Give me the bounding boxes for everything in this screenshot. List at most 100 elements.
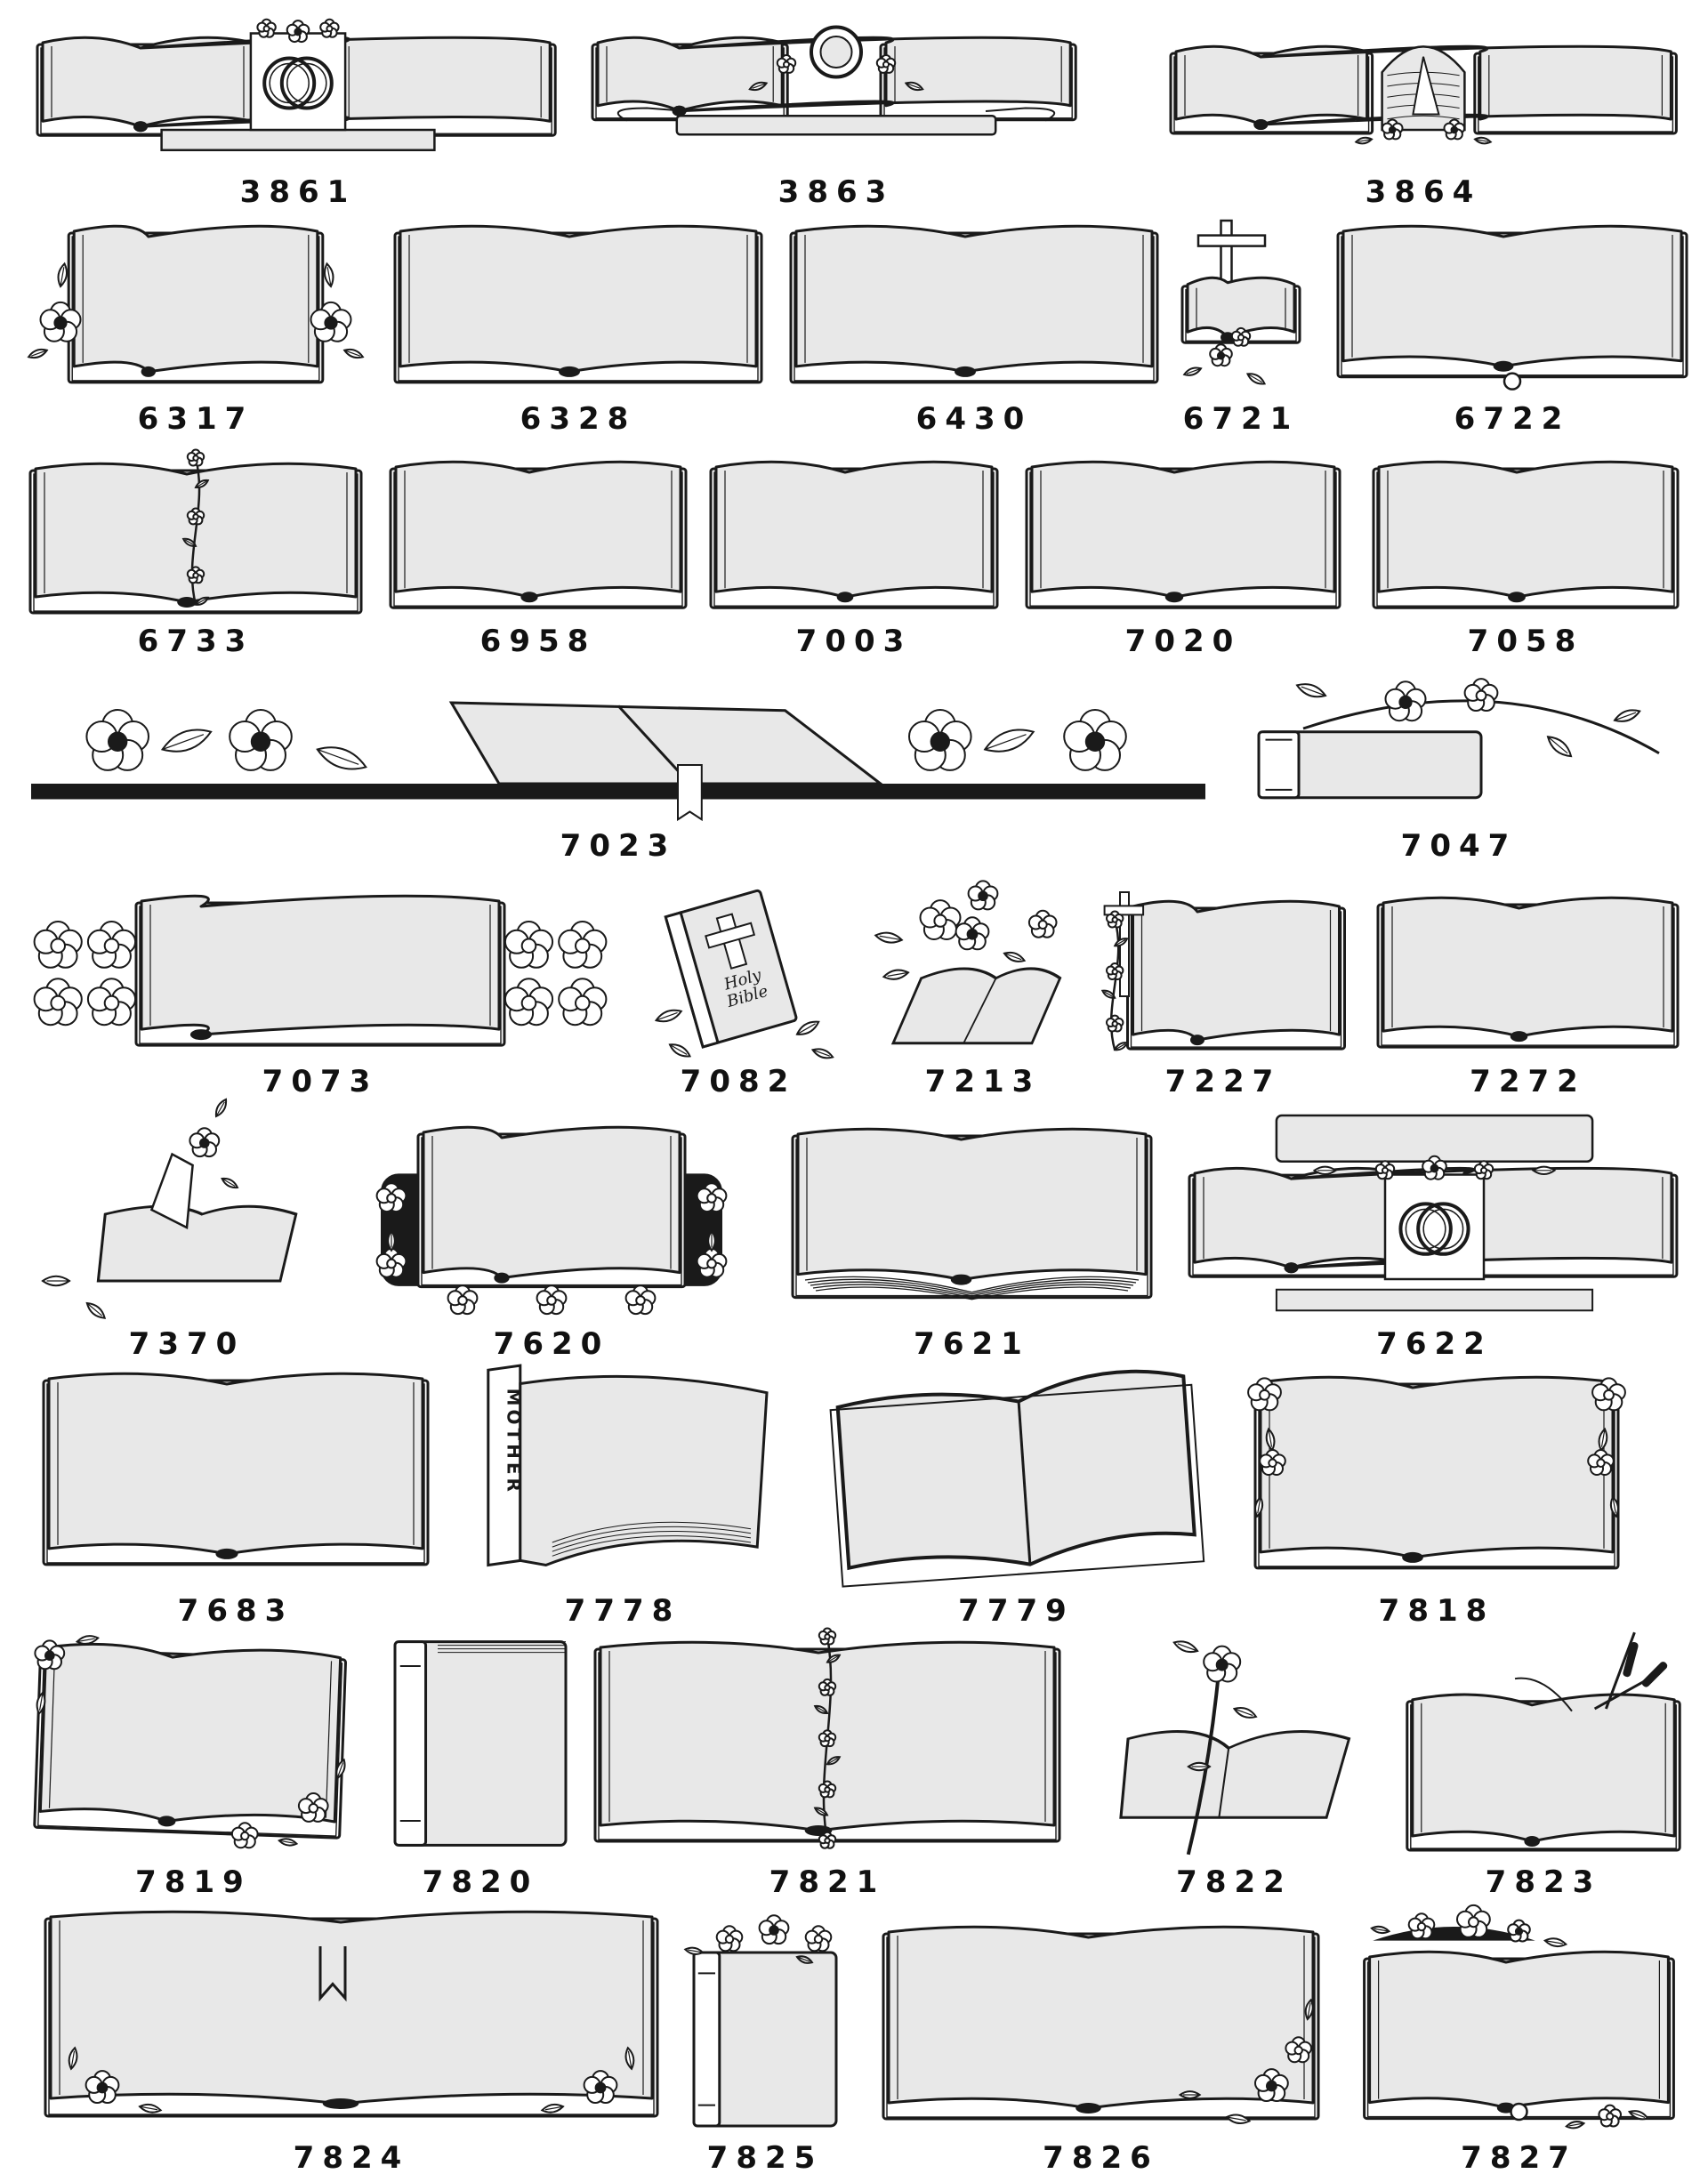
- book-illustration: [1023, 449, 1343, 618]
- design-3864: 3864: [1165, 18, 1681, 209]
- design-code: 6958: [479, 624, 597, 659]
- design-7683: 7683: [40, 1361, 431, 1628]
- book-illustration: [40, 1098, 334, 1321]
- design-code: 7003: [795, 624, 913, 659]
- design-7370: 7370: [40, 1098, 334, 1362]
- book-illustration: [707, 449, 1001, 618]
- design-7073: 7073: [22, 885, 618, 1099]
- design-6328: 6328: [391, 213, 765, 436]
- book-illustration: [874, 867, 1090, 1059]
- book-art-svg: [683, 1914, 838, 2128]
- design-code: 7622: [1376, 1326, 1493, 1362]
- design-7058: 7058: [1370, 449, 1681, 658]
- book-illustration: [387, 449, 689, 618]
- design-code: 6328: [520, 401, 637, 437]
- design-code: 6722: [1454, 401, 1571, 437]
- book-illustration: MOTHER: [463, 1361, 783, 1588]
- book-illustration: [22, 1628, 365, 1859]
- book-illustration: [27, 448, 365, 618]
- book-art-svg: [33, 1635, 347, 1849]
- book-art-svg: MOTHER: [487, 1364, 769, 1567]
- book-illustration: [1237, 1361, 1637, 1588]
- design-code: 7826: [1043, 2140, 1159, 2176]
- design-6733: 6733: [27, 448, 365, 659]
- book-art-svg: [1100, 891, 1346, 1051]
- design-7227: 7227: [1094, 885, 1352, 1099]
- book-illustration: [1188, 1112, 1681, 1321]
- book-art-svg: [44, 1910, 659, 2118]
- book-art-svg: [829, 1369, 1205, 1588]
- design-6430: 6430: [787, 213, 1161, 436]
- design-7823: 7823: [1401, 1628, 1686, 1899]
- design-code: 7824: [293, 2140, 410, 2176]
- book-art-svg: [27, 224, 365, 384]
- design-code: 6430: [915, 401, 1033, 437]
- design-code: 7683: [177, 1593, 294, 1629]
- book-illustration: [787, 213, 1161, 396]
- design-7213: 7213: [874, 867, 1090, 1099]
- design-7047: 7047: [1237, 663, 1681, 863]
- design-6317: 6317: [27, 213, 365, 436]
- design-code: 7620: [493, 1326, 610, 1362]
- book-illustration: [22, 672, 1214, 827]
- book-art-svg: [709, 460, 999, 609]
- book-illustration: [1165, 18, 1681, 173]
- book-illustration: [1357, 1904, 1681, 2135]
- design-code: 7827: [1461, 2140, 1577, 2176]
- design-code: 7778: [564, 1593, 681, 1629]
- book-art-svg: [41, 1098, 298, 1319]
- design-code: 7818: [1378, 1593, 1495, 1629]
- design-6721: 6721: [1174, 213, 1308, 436]
- book-art-svg: [393, 224, 763, 384]
- book-illustration: [787, 1116, 1156, 1321]
- design-6722: 6722: [1334, 213, 1690, 436]
- book-art-svg: [1376, 896, 1680, 1049]
- design-code: 6733: [137, 624, 254, 659]
- book-illustration: [374, 1116, 729, 1321]
- design-code: 3863: [777, 174, 895, 210]
- book-art-svg: [1025, 460, 1341, 609]
- design-code: 7370: [128, 1326, 246, 1362]
- book-illustration: [829, 1361, 1205, 1588]
- design-code: 7822: [1176, 1864, 1293, 1900]
- design-7622: 7622: [1188, 1112, 1681, 1361]
- book-art-svg: [1372, 460, 1680, 609]
- design-code: 3864: [1365, 174, 1482, 210]
- book-illustration: [22, 885, 618, 1059]
- design-7818: 7818: [1237, 1361, 1637, 1628]
- design-7824: 7824: [40, 1899, 663, 2175]
- design-7819: 7819: [22, 1628, 365, 1899]
- design-7272: 7272: [1374, 885, 1681, 1099]
- book-art-svg: [393, 1640, 568, 1847]
- book-illustration: [1174, 213, 1308, 396]
- design-7023: 7023: [22, 672, 1214, 863]
- book-illustration: [1401, 1628, 1686, 1859]
- book-illustration: [374, 1628, 587, 1859]
- design-7778: MOTHER 7778: [463, 1361, 783, 1628]
- design-6958: 6958: [387, 449, 689, 658]
- book-illustration: [587, 18, 1085, 173]
- design-code: 7821: [769, 1864, 886, 1900]
- design-7620: 7620: [374, 1116, 729, 1361]
- book-illustration: [27, 213, 365, 396]
- design-code: 7047: [1400, 828, 1518, 864]
- book-art-svg: [1180, 219, 1301, 385]
- design-7825: 7825: [676, 1912, 854, 2175]
- book-art-svg: [593, 1627, 1061, 1849]
- book-illustration: [36, 18, 560, 173]
- design-7020: 7020: [1023, 449, 1343, 658]
- book-art-svg: [28, 448, 363, 615]
- book-illustration: [1081, 1628, 1388, 1859]
- book-illustration: [1334, 213, 1690, 396]
- book-art-svg: [791, 1127, 1153, 1300]
- design-code: 7082: [680, 1064, 797, 1099]
- design-3863: 3863: [587, 18, 1085, 209]
- design-code: 7820: [422, 1864, 539, 1900]
- book-art-svg: [389, 460, 688, 609]
- design-code: 7779: [958, 1593, 1075, 1629]
- book-art-svg: [1247, 1375, 1626, 1570]
